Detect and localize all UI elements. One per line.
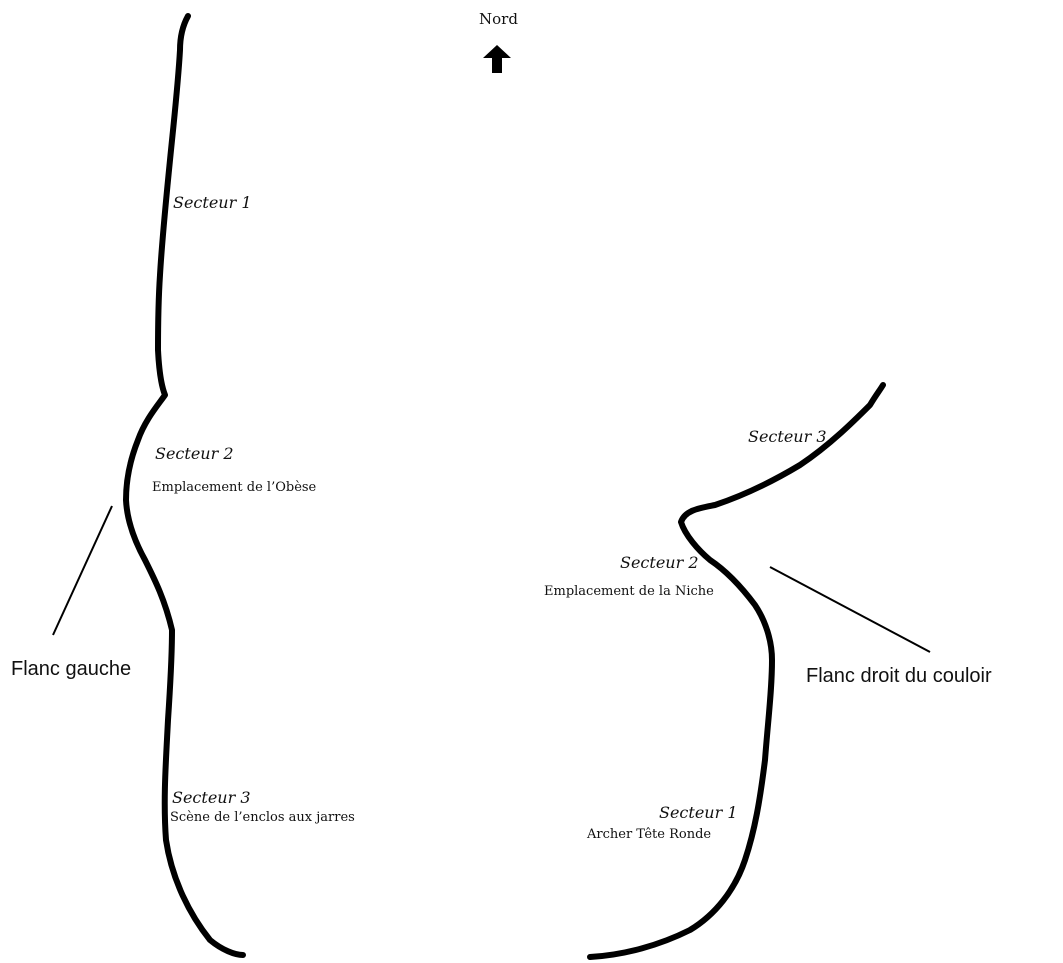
left-sector-1-label: Secteur 1 (173, 193, 252, 212)
right-sector-2-label: Secteur 2 (620, 553, 699, 572)
right-sector-1-place: Archer Tête Ronde (587, 827, 712, 842)
left-flank-title: Flanc gauche (11, 658, 132, 680)
left-flank-leader-line (52, 505, 113, 636)
left-sector-2-place: Emplacement de l’Obèse (152, 480, 317, 495)
right-sector-1-label: Secteur 1 (659, 803, 738, 822)
right-flank-leader-line (769, 566, 931, 653)
north-label: Nord (479, 10, 518, 28)
right-flank-title: Flanc droit du couloir (806, 665, 992, 687)
left-sector-3-place: Scène de l’enclos aux jarres (170, 810, 355, 825)
right-sector-2-place: Emplacement de la Niche (544, 584, 714, 599)
left-wall-line (123, 13, 246, 958)
left-sector-2-label: Secteur 2 (155, 444, 234, 463)
right-sector-3-label: Secteur 3 (748, 427, 827, 446)
right-wall-line (587, 382, 886, 960)
north-arrow-icon (483, 45, 511, 73)
left-sector-3-label: Secteur 3 (172, 788, 251, 807)
